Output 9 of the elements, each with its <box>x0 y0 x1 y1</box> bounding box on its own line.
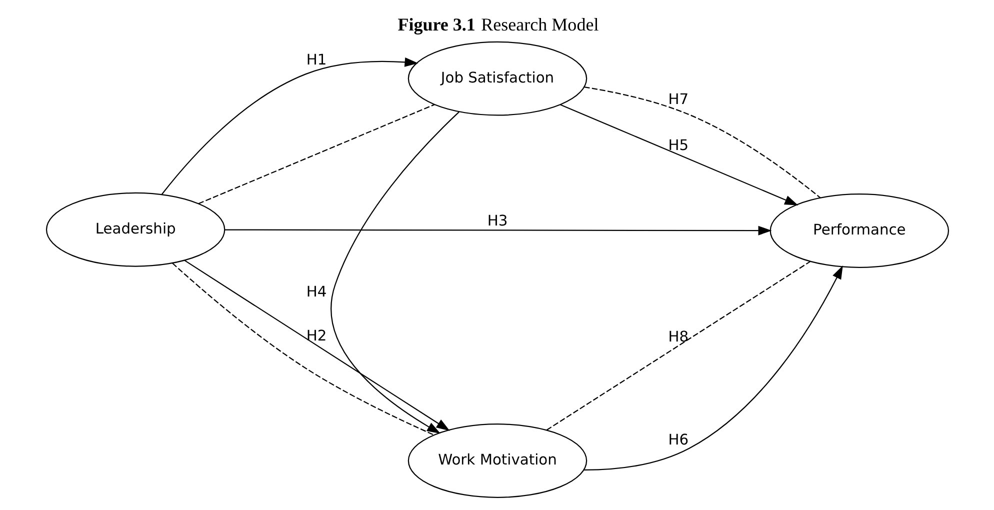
edge-label: H5 <box>668 137 688 154</box>
edge-label: H8 <box>668 328 688 346</box>
edge-label: H2 <box>306 328 326 345</box>
edge-label: H7 <box>668 90 688 108</box>
edge-label: H6 <box>668 431 688 448</box>
edge-label: H3 <box>486 212 508 230</box>
edge-label: H4 <box>306 284 326 301</box>
diagram-title: Figure 3.1 Research Model <box>397 14 598 34</box>
edge-label: H1 <box>306 51 326 68</box>
